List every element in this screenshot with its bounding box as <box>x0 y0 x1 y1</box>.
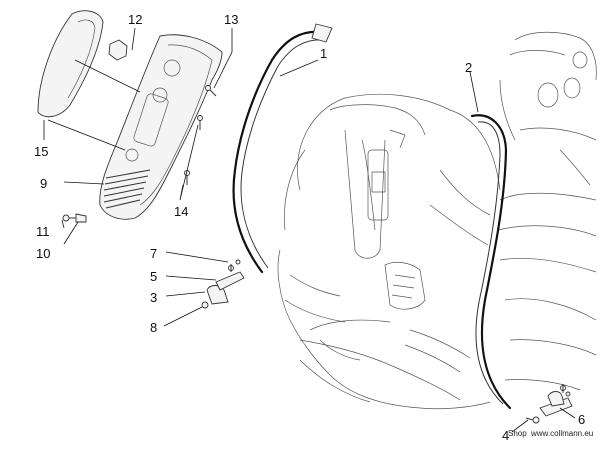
callout-10: 10 <box>36 246 50 261</box>
callout-8: 8 <box>150 320 157 335</box>
callout-7: 7 <box>150 246 157 261</box>
callout-6: 6 <box>578 412 585 427</box>
callout-14: 14 <box>174 204 188 219</box>
front-shield-outline <box>277 93 501 410</box>
horn-cover-upper <box>37 10 104 118</box>
watermark-url: www.collmann.eu <box>530 429 593 438</box>
leader-lines <box>43 27 576 433</box>
callout-12: 12 <box>128 12 142 27</box>
callout-5: 5 <box>150 269 157 284</box>
clip-and-screw <box>62 213 87 223</box>
callout-4: 4 <box>502 428 509 443</box>
edge-trim-right <box>470 114 512 410</box>
watermark-shop: Shop <box>508 429 527 438</box>
callout-15: 15 <box>34 144 48 159</box>
bracket-assembly-right <box>525 384 573 424</box>
callout-9: 9 <box>40 176 47 191</box>
callout-2: 2 <box>465 60 472 75</box>
leg-shield-outline <box>429 31 597 391</box>
watermark: Shop www.collmann.eu <box>508 429 593 438</box>
edge-trim-left <box>232 23 333 274</box>
hex-nut <box>108 39 128 61</box>
callout-1: 1 <box>320 46 327 61</box>
horn-cover-main <box>99 34 223 220</box>
bracket-assembly-center <box>201 259 245 309</box>
callout-13: 13 <box>224 12 238 27</box>
callout-3: 3 <box>150 290 157 305</box>
callout-11: 11 <box>36 224 50 239</box>
callout-labels: 12 13 1 2 15 9 14 11 10 7 5 3 8 6 4 <box>34 12 585 443</box>
screws <box>184 85 217 185</box>
